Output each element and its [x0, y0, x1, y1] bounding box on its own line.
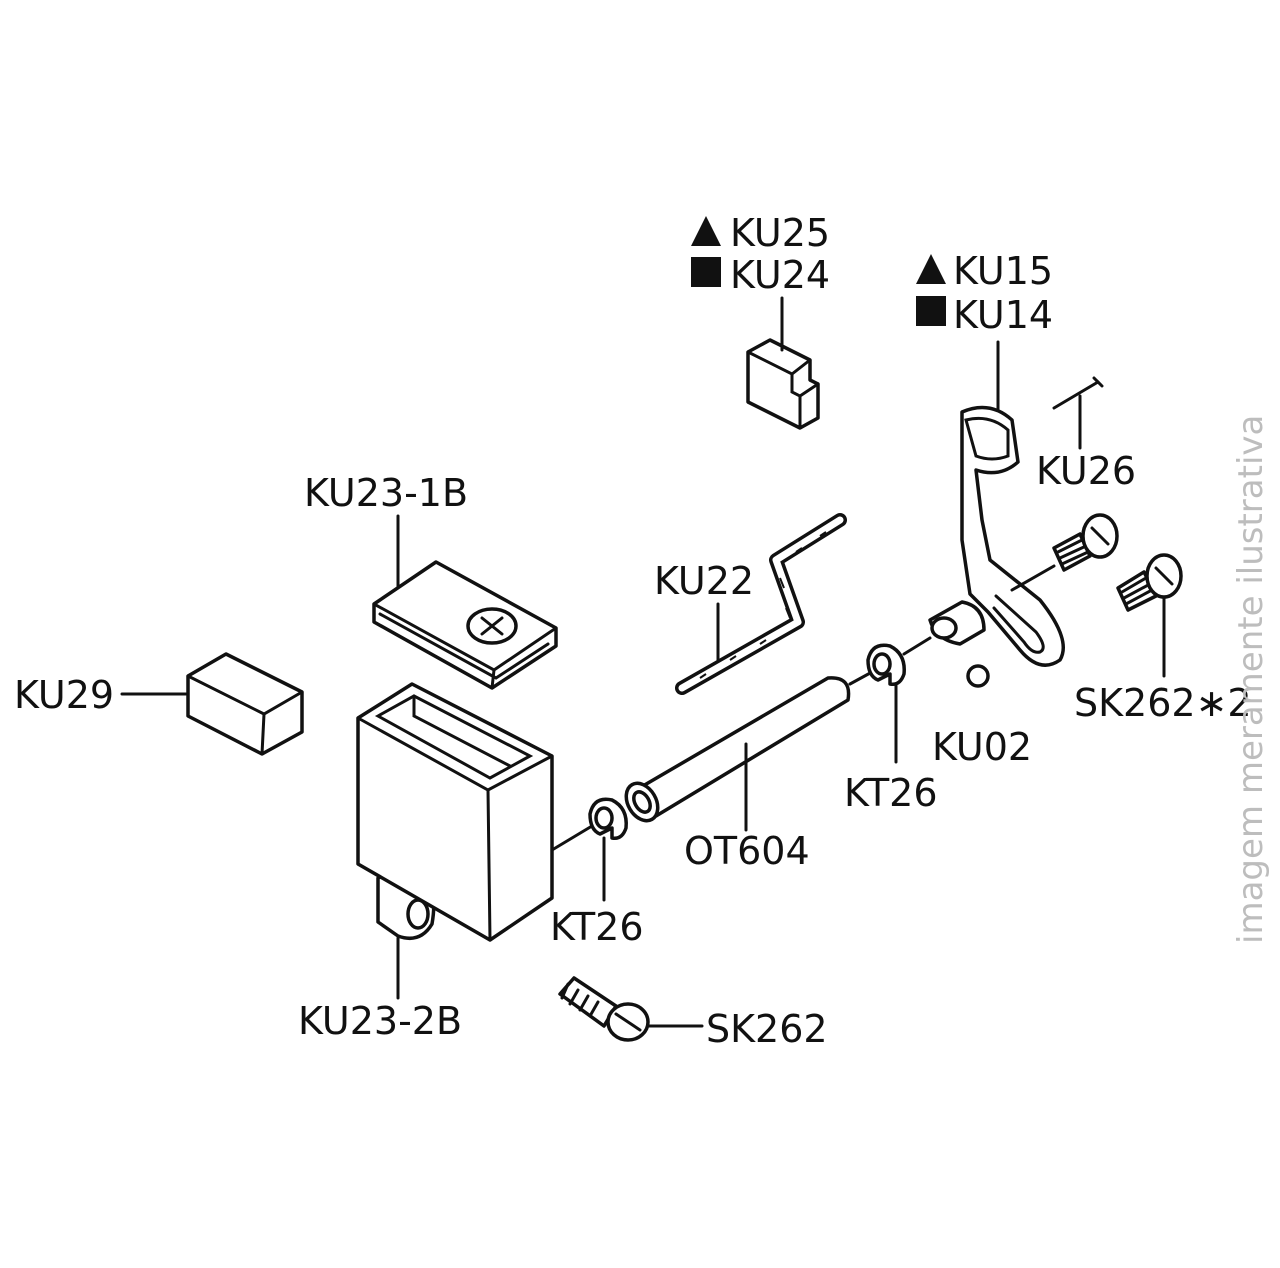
label-ku24: KU24: [730, 253, 830, 297]
label-sk262: SK262: [706, 1007, 828, 1051]
part-ot604-tube: [624, 676, 851, 823]
label-ku15: KU15: [953, 249, 1053, 293]
part-kt26-clip-right: [866, 643, 906, 687]
part-ku23-1b-lid: [372, 560, 558, 690]
assembly-line-right: [902, 636, 932, 656]
part-sk262-screw-lower: [1116, 553, 1183, 612]
square-icon: [691, 257, 721, 287]
label-ku25: KU25: [730, 211, 830, 255]
part-ku24-block: [746, 338, 820, 430]
leader-screw-upper: [1010, 564, 1056, 592]
part-ku02-ball: [966, 664, 990, 688]
triangle-icon: [691, 216, 721, 246]
assembly-line-mid: [848, 670, 874, 686]
part-ku22-wire: [675, 513, 847, 695]
label-ku23-1b: KU23-1B: [304, 471, 468, 515]
label-ku29: KU29: [14, 673, 114, 717]
label-ot604: OT604: [684, 829, 810, 873]
label-ku23-2b: KU23-2B: [298, 999, 462, 1043]
label-kt26-right: KT26: [844, 771, 938, 815]
part-sk262-screw-bottom: [558, 976, 650, 1042]
watermark-text: imagem meramente ilustrativa: [1231, 415, 1271, 944]
part-kt26-clip-left: [588, 797, 628, 841]
triangle-icon: [916, 254, 946, 284]
label-kt26-left: KT26: [550, 905, 644, 949]
label-ku26: KU26: [1036, 449, 1136, 493]
label-ku02: KU02: [932, 725, 1032, 769]
part-sk262-screw-upper: [1052, 513, 1119, 572]
part-ku23-2b-box: [356, 682, 554, 942]
part-ku29-block: [186, 652, 304, 756]
square-icon: [916, 296, 946, 326]
part-ku14-lever: [928, 405, 1065, 667]
part-ku26-pin: [1052, 376, 1104, 410]
assembly-line-left: [550, 824, 594, 852]
label-ku14: KU14: [953, 293, 1053, 337]
label-ku22: KU22: [654, 559, 754, 603]
label-sk262x2: SK262∗2: [1074, 681, 1252, 725]
